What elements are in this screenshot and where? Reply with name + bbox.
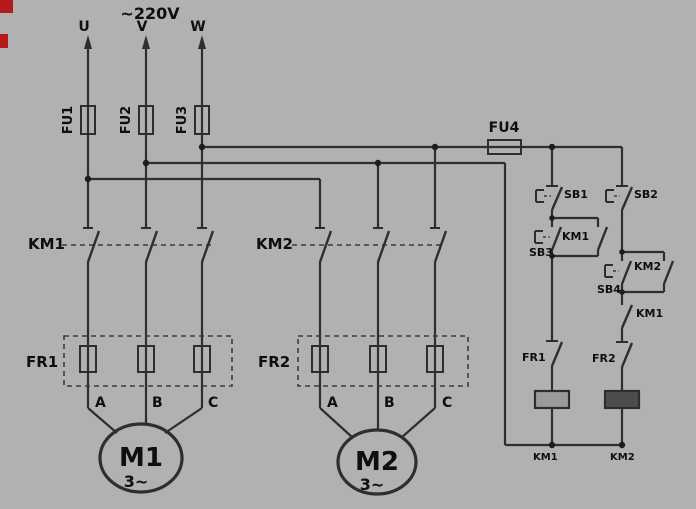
contactor-km1-power-contacts: KM1	[28, 227, 215, 263]
fr2-power-label: FR2	[258, 353, 290, 371]
motor-m2-body	[336, 428, 418, 496]
km1-aux-contact: KM1	[562, 226, 609, 251]
button-sb1: SB1	[535, 185, 588, 211]
fr2-contact-label: FR2	[592, 352, 616, 365]
phase-v-label: V	[137, 19, 148, 35]
thermal-relay-fr1: FR1	[26, 335, 233, 387]
km1-coil-label: KM1	[533, 452, 558, 463]
fr1-nc-contact: FR1	[522, 340, 564, 367]
motor-m1-body	[98, 422, 184, 494]
fuse-fu4-label: FU4	[489, 120, 520, 136]
sb1-label: SB1	[564, 188, 588, 201]
motor-m1-name: M1	[119, 443, 163, 473]
motor-m2-name: M2	[355, 447, 399, 477]
km1-power-label: KM1	[28, 235, 65, 253]
red-marker-top-left	[0, 0, 13, 13]
km1-aux-label: KM1	[562, 230, 589, 243]
fuse-fu1-label: FU1	[61, 106, 76, 134]
phase-u-label: U	[78, 19, 89, 35]
fr2-nc-contact: FR2	[592, 341, 634, 368]
m2-terminal-c-label: C	[442, 395, 452, 411]
motor-m2-type: 3~	[360, 475, 385, 494]
m2-terminal-a-label: A	[327, 395, 338, 411]
fuse-fu3-label: FU3	[175, 106, 190, 134]
motor-m1: A B C M1 3~	[95, 395, 218, 494]
km2-aux-label: KM2	[634, 260, 661, 273]
sb4-label: SB4	[597, 283, 621, 296]
button-sb3: SB3	[529, 226, 563, 259]
m1-terminal-b-label: B	[152, 395, 163, 411]
phase-v-arrow-icon	[142, 35, 150, 49]
fuse-fu3: FU3	[175, 105, 210, 135]
motor-m1-type: 3~	[124, 472, 149, 491]
km2-coil-label: KM2	[610, 452, 635, 463]
power-supply: ~220V U V W	[78, 4, 206, 49]
fuse-fu2: FU2	[119, 105, 154, 135]
button-sb4: SB4	[597, 260, 633, 296]
contactor-km2-power-contacts: KM2	[256, 227, 448, 263]
thermal-relay-fr2: FR2	[258, 335, 469, 387]
km1-interlock-contact: KM1	[620, 304, 663, 329]
m2-terminal-b-label: B	[384, 395, 395, 411]
fr1-contact-label: FR1	[522, 351, 546, 364]
wiring	[86, 47, 666, 447]
fuse-fu4: FU4	[487, 120, 522, 155]
sb2-label: SB2	[634, 188, 658, 201]
phase-w-label: W	[190, 19, 205, 35]
supply-voltage-label: ~220V	[120, 4, 180, 23]
fuse-fu1: FU1	[61, 105, 96, 135]
km2-power-label: KM2	[256, 235, 293, 253]
fr1-power-label: FR1	[26, 353, 58, 371]
km1-coil: KM1	[533, 389, 571, 463]
button-sb2: SB2	[605, 185, 658, 211]
phase-u-arrow-icon	[84, 35, 92, 49]
km2-coil: KM2	[603, 389, 641, 463]
m1-terminal-a-label: A	[95, 395, 106, 411]
junction-dots	[84, 143, 626, 449]
km2-aux-contact: KM2	[634, 260, 675, 285]
fuse-fu2-label: FU2	[119, 106, 134, 134]
phase-w-arrow-icon	[198, 35, 206, 49]
km1-interlock-label: KM1	[636, 307, 663, 320]
red-marker-left-edge	[0, 34, 8, 48]
m1-terminal-c-label: C	[208, 395, 218, 411]
sb3-label: SB3	[529, 246, 553, 259]
motor-m2: A B C M2 3~	[327, 395, 452, 496]
